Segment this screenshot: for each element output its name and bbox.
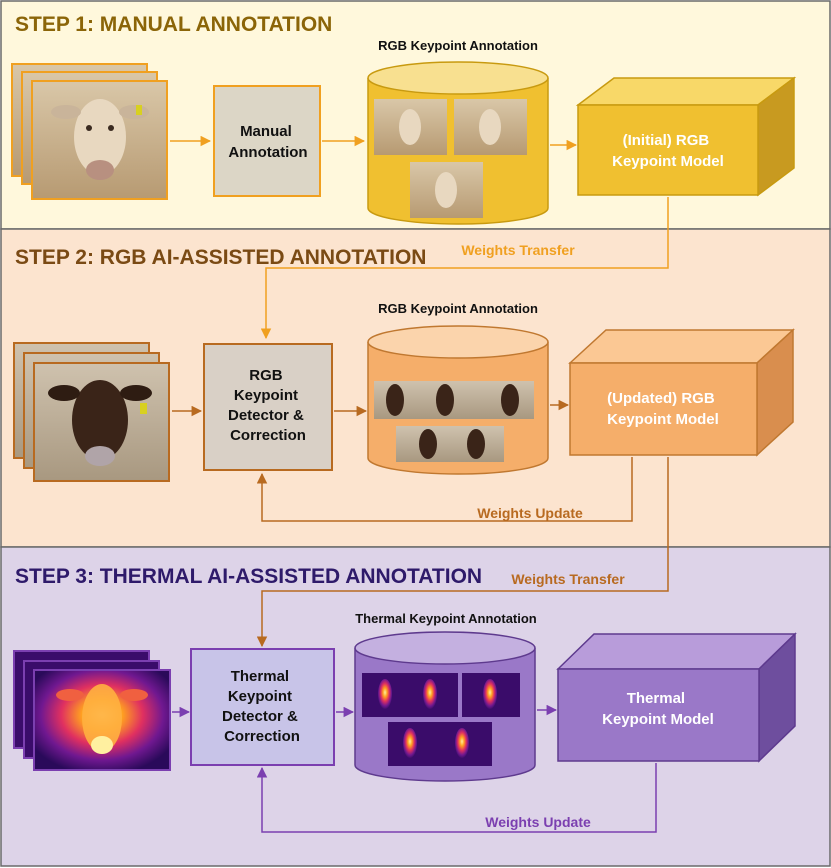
weights-transfer-label-1: Weights Transfer xyxy=(461,242,575,258)
weights-transfer-label-2: Weights Transfer xyxy=(511,571,625,587)
manual-annotation-label: Manual Annotation xyxy=(228,123,307,161)
step-3-panel: STEP 3: THERMAL AI-ASSISTED ANNOTATION W… xyxy=(0,457,831,867)
initial-rgb-model-label: (Initial) RGB Keypoint Model xyxy=(612,132,724,170)
step-2-panel: STEP 2: RGB AI-ASSISTED ANNOTATION Weigh… xyxy=(0,197,831,548)
weights-update-label-rgb: Weights Update xyxy=(477,505,583,521)
step-3-dataset-label: Thermal Keypoint Annotation xyxy=(355,611,537,626)
dataset-thumbnail xyxy=(362,673,458,717)
thermal-model-box xyxy=(556,632,797,763)
calf-face-icon xyxy=(51,99,149,180)
initial-rgb-model-box xyxy=(575,76,797,197)
weights-transfer-arrow-2 xyxy=(256,457,669,648)
step-3-input-images xyxy=(13,650,171,771)
step-1-input-images xyxy=(11,63,168,200)
step-1-dataset-cylinder xyxy=(367,61,549,225)
weights-update-arrow-thermal xyxy=(256,763,657,833)
dataset-thumbnail-strip xyxy=(396,426,504,462)
step-2-dataset-cylinder xyxy=(367,325,549,475)
rgb-detector-label: RGB Keypoint Detector & Correction xyxy=(228,367,308,444)
step-2-dataset-label: RGB Keypoint Annotation xyxy=(378,301,538,316)
step-3-dataset-cylinder xyxy=(354,631,536,782)
rgb-detector-box xyxy=(203,343,333,471)
manual-annotation-box xyxy=(213,85,321,197)
step-1-panel: STEP 1: MANUAL ANNOTATION Manual Annotat… xyxy=(0,0,831,230)
updated-rgb-model-label: (Updated) RGB Keypoint Model xyxy=(607,390,719,428)
step-1-title: STEP 1: MANUAL ANNOTATION xyxy=(15,13,332,36)
step-2-title: STEP 2: RGB AI-ASSISTED ANNOTATION xyxy=(15,246,426,269)
thermal-calf-face-icon xyxy=(56,684,148,754)
thermal-detector-label: Thermal Keypoint Detector & Correction xyxy=(222,668,302,745)
step-2-input-images xyxy=(13,342,170,482)
step-3-title: STEP 3: THERMAL AI-ASSISTED ANNOTATION xyxy=(15,565,482,588)
dark-calf-face-icon xyxy=(48,380,152,466)
weights-update-arrow-rgb xyxy=(256,457,633,522)
thermal-detector-box xyxy=(190,648,335,766)
thermal-model-label: Thermal Keypoint Model xyxy=(602,690,714,728)
weights-transfer-arrow-1 xyxy=(260,197,669,340)
updated-rgb-model-box xyxy=(568,328,795,457)
weights-update-label-thermal: Weights Update xyxy=(485,814,591,830)
step-1-dataset-label: RGB Keypoint Annotation xyxy=(378,38,538,53)
